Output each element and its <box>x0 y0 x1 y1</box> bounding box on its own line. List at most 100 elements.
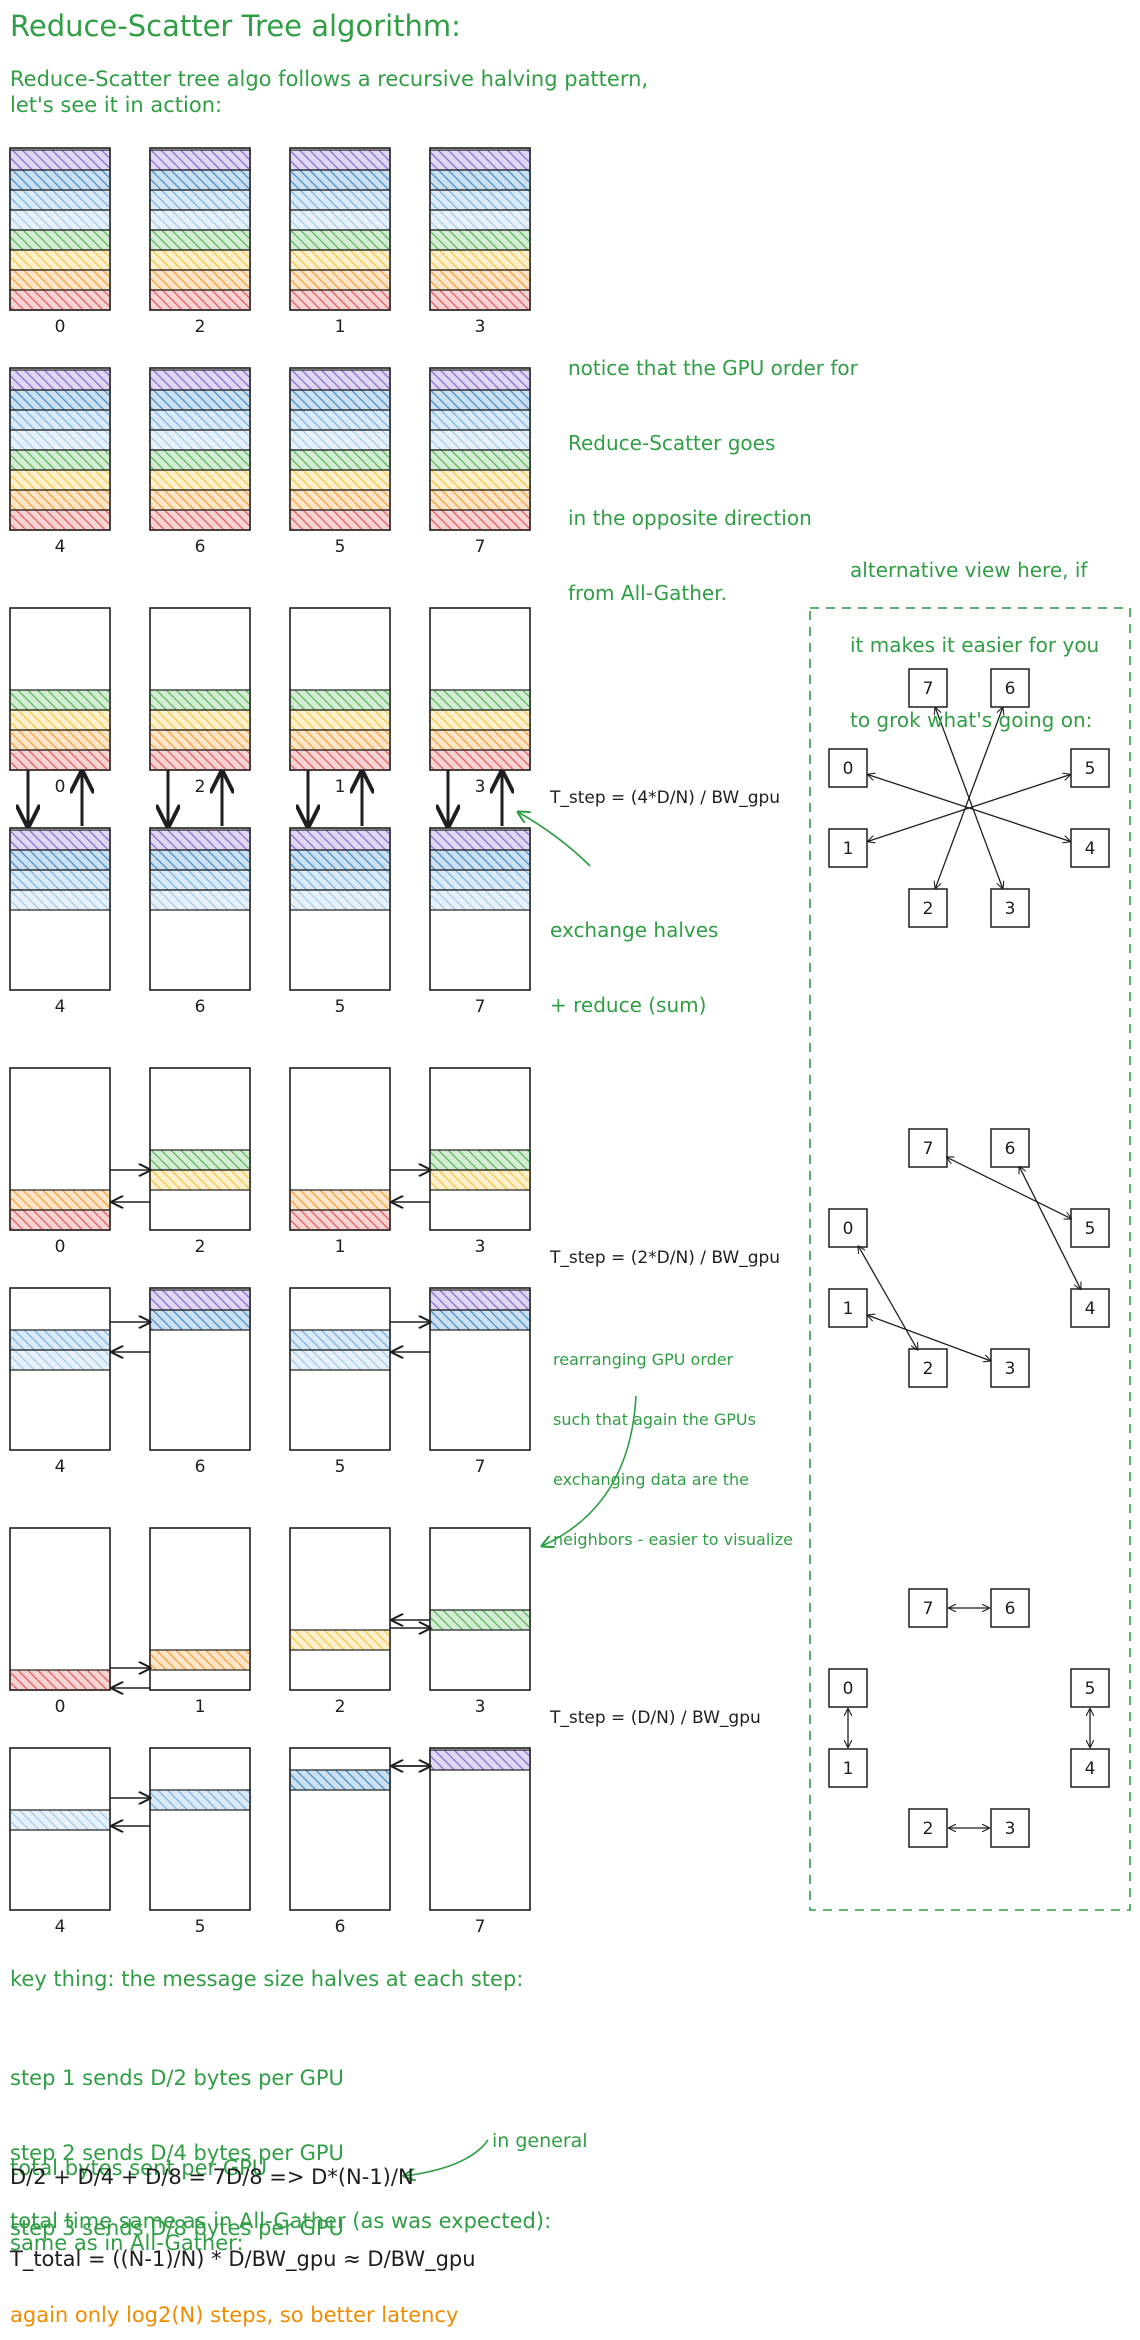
total-bytes-label: total bytes sent per GPU same as in All-… <box>10 2106 267 2281</box>
gpu-node-4: 4 <box>1070 828 1110 868</box>
gpu-label: 2 <box>195 1237 206 1257</box>
gpu-node-5: 5 <box>1070 1668 1110 1708</box>
gpu-buffer-1: 1 <box>289 147 391 337</box>
data-chunk <box>429 1749 531 1771</box>
rearrange-note: rearranging GPU order such that again th… <box>553 1310 793 1570</box>
data-chunk <box>289 709 391 731</box>
page-title: Reduce-Scatter Tree algorithm: <box>10 9 461 43</box>
intro-line: Reduce-Scatter tree algo follows a recur… <box>10 67 649 91</box>
gpu-label: 7 <box>475 1917 486 1937</box>
gpu-buffer-7: 7 <box>429 827 531 1017</box>
gpu-buffer-0: 0 <box>9 147 111 337</box>
total-bytes-formula: D/2 + D/4 + D/8 = 7D/8 => D*(N-1)/N <box>10 2165 414 2189</box>
data-chunk <box>429 509 531 531</box>
gpu-node-7: 7 <box>908 1588 948 1628</box>
data-chunk <box>429 1149 531 1171</box>
node-box <box>908 1588 948 1628</box>
node-box <box>828 1668 868 1708</box>
data-chunk <box>9 849 111 871</box>
node-label: 3 <box>1005 1359 1016 1379</box>
data-chunk <box>9 489 111 511</box>
node-label: 5 <box>1085 1219 1096 1239</box>
gpu-node-2: 2 <box>908 888 948 928</box>
data-chunk <box>429 1309 531 1331</box>
data-chunk <box>149 1149 251 1171</box>
gpu-label: 4 <box>55 997 66 1017</box>
node-box <box>990 1808 1030 1848</box>
gpu-buffer-3: 3 <box>429 607 531 797</box>
node-label: 5 <box>1085 759 1096 779</box>
node-label: 2 <box>923 1819 934 1839</box>
data-chunk <box>429 689 531 711</box>
gpu-label: 7 <box>475 1457 486 1477</box>
data-chunk <box>429 889 531 911</box>
data-chunk <box>9 709 111 731</box>
data-chunk <box>289 369 391 391</box>
gpu-buffer-3: 3 <box>429 147 531 337</box>
in-general-note: in general <box>492 2130 588 2152</box>
data-chunk <box>429 229 531 251</box>
data-chunk <box>289 729 391 751</box>
intro-text: Reduce-Scatter tree algo follows a recur… <box>10 66 648 118</box>
note-line: Reduce-Scatter goes <box>568 431 776 455</box>
node-box <box>1070 1288 1110 1328</box>
data-chunk <box>149 829 251 851</box>
data-chunk <box>9 189 111 211</box>
gpu-node-0: 0 <box>828 748 868 788</box>
data-chunk <box>9 729 111 751</box>
gpu-buffer-2: 2 <box>289 1527 391 1717</box>
gpu-node-7: 7 <box>908 1128 948 1168</box>
annotation-arrows <box>404 812 637 2176</box>
data-chunk <box>149 1789 251 1811</box>
data-chunk <box>9 689 111 711</box>
data-chunk <box>149 1169 251 1191</box>
gpu-label: 6 <box>195 997 206 1017</box>
intro-line: let's see it in action: <box>10 93 223 117</box>
node-label: 4 <box>1085 839 1096 859</box>
data-chunk <box>149 1309 251 1331</box>
data-chunk <box>149 689 251 711</box>
gpu-node-5: 5 <box>1070 1208 1110 1248</box>
data-chunk <box>429 1609 531 1631</box>
node-label: 0 <box>843 759 854 779</box>
data-chunk <box>149 189 251 211</box>
gpu-node-3: 3 <box>990 888 1030 928</box>
gpu-label: 0 <box>55 1237 66 1257</box>
data-chunk <box>9 289 111 311</box>
gpu-node-3: 3 <box>990 1348 1030 1388</box>
data-chunk <box>289 1189 391 1211</box>
data-chunk <box>429 829 531 851</box>
gpu-label: 7 <box>475 537 486 557</box>
data-chunk <box>149 449 251 471</box>
note-line: from All-Gather. <box>568 581 727 605</box>
node-label: 7 <box>923 679 934 699</box>
data-chunk <box>9 449 111 471</box>
step-size-line: step 3 sends D/8 bytes per GPU <box>10 2216 344 2240</box>
gpu-label: 5 <box>195 1917 206 1937</box>
gpu-buffer-0: 0 <box>9 607 111 797</box>
gpu-buffer-6: 6 <box>149 1287 251 1477</box>
data-chunk <box>149 749 251 771</box>
data-chunk <box>429 849 531 871</box>
gpu-label: 1 <box>195 1697 206 1717</box>
gpu-label: 7 <box>475 997 486 1017</box>
data-chunk <box>149 409 251 431</box>
buffer-outline <box>149 1747 251 1911</box>
data-chunk <box>429 1169 531 1191</box>
data-chunk <box>9 1329 111 1351</box>
data-chunk <box>429 749 531 771</box>
gpu-buffer-6: 6 <box>149 827 251 1017</box>
node-label: 1 <box>843 839 854 859</box>
gpu-label: 0 <box>55 1697 66 1717</box>
data-chunk <box>429 449 531 471</box>
total-time-label: total time same as in All-Gather (as was… <box>10 2209 552 2233</box>
gpu-label: 2 <box>195 777 206 797</box>
gpu-label: 3 <box>475 777 486 797</box>
data-chunk <box>149 889 251 911</box>
node-box <box>990 668 1030 708</box>
gpu-buffer-2: 2 <box>149 607 251 797</box>
note-line: in the opposite direction <box>568 506 812 530</box>
node-box <box>828 1748 868 1788</box>
alt-view-note: alternative view here, if it makes it ea… <box>850 508 1099 758</box>
gpu-label: 1 <box>335 777 346 797</box>
